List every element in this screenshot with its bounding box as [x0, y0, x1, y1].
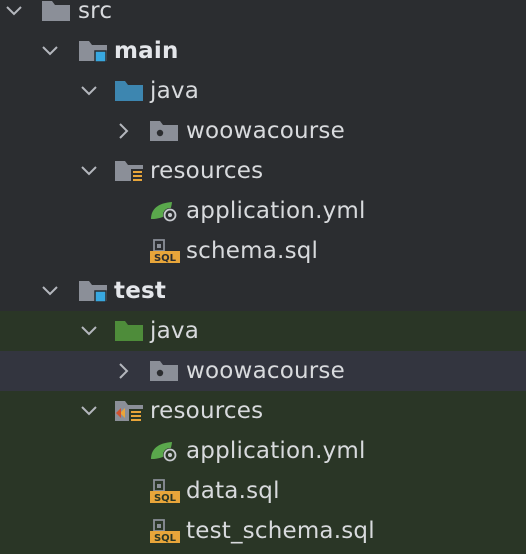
tree-row-main[interactable]: main	[0, 31, 526, 71]
tree-row-src[interactable]: src	[0, 0, 526, 31]
resources-folder-icon	[113, 159, 147, 183]
tree-item-label: data.sql	[186, 478, 280, 504]
test-resources-folder-icon	[113, 399, 147, 423]
test-source-folder-icon	[113, 319, 147, 343]
sql-file-icon: SQL	[148, 239, 182, 263]
sql-badge-text: SQL	[154, 493, 177, 503]
tree-row-main-resources[interactable]: resources	[0, 151, 526, 191]
chevron-down-icon[interactable]	[77, 71, 101, 111]
chevron-down-icon[interactable]	[77, 391, 101, 431]
tree-row-main-application-yml[interactable]: application.yml	[0, 191, 526, 231]
tree-row-test-resources[interactable]: resources	[0, 391, 526, 431]
tree-item-label: java	[150, 78, 199, 104]
module-folder-icon	[77, 279, 111, 303]
sql-file-icon: SQL	[148, 479, 182, 503]
chevron-right-icon[interactable]	[112, 111, 136, 151]
tree-row-test-java[interactable]: java	[0, 311, 526, 351]
chevron-down-icon[interactable]	[38, 271, 62, 311]
tree-row-main-package[interactable]: woowacourse	[0, 111, 526, 151]
tree-row-test-application-yml[interactable]: application.yml	[0, 431, 526, 471]
spring-config-icon	[148, 439, 182, 463]
tree-row-test-schema-sql[interactable]: SQL test_schema.sql	[0, 511, 526, 554]
package-icon	[148, 119, 182, 143]
tree-row-main-schema-sql[interactable]: SQL schema.sql	[0, 231, 526, 271]
spring-config-icon	[148, 199, 182, 223]
tree-item-label: schema.sql	[186, 238, 319, 264]
chevron-down-icon[interactable]	[2, 0, 26, 31]
tree-row-main-java[interactable]: java	[0, 71, 526, 111]
chevron-down-icon[interactable]	[38, 31, 62, 71]
tree-item-label: woowacourse	[186, 358, 345, 384]
tree-item-label: application.yml	[186, 438, 366, 464]
tree-item-label: resources	[150, 398, 264, 424]
sql-badge-text: SQL	[154, 533, 177, 543]
tree-item-label: woowacourse	[186, 118, 345, 144]
tree-item-label: main	[114, 38, 179, 64]
tree-item-label: test	[114, 278, 167, 304]
tree-item-label: src	[78, 0, 113, 24]
tree-row-test[interactable]: test	[0, 271, 526, 311]
tree-row-test-data-sql[interactable]: SQL data.sql	[0, 471, 526, 511]
folder-icon	[40, 0, 74, 23]
source-folder-icon	[113, 79, 147, 103]
chevron-down-icon[interactable]	[77, 151, 101, 191]
package-icon	[148, 359, 182, 383]
sql-file-icon: SQL	[148, 519, 182, 543]
tree-item-label: java	[150, 318, 199, 344]
tree-item-label: resources	[150, 158, 264, 184]
tree-item-label: application.yml	[186, 198, 366, 224]
chevron-right-icon[interactable]	[112, 351, 136, 391]
module-folder-icon	[77, 39, 111, 63]
chevron-down-icon[interactable]	[77, 311, 101, 351]
tree-item-label: test_schema.sql	[186, 518, 375, 544]
sql-badge-text: SQL	[154, 253, 177, 263]
tree-row-test-package[interactable]: woowacourse	[0, 351, 526, 391]
